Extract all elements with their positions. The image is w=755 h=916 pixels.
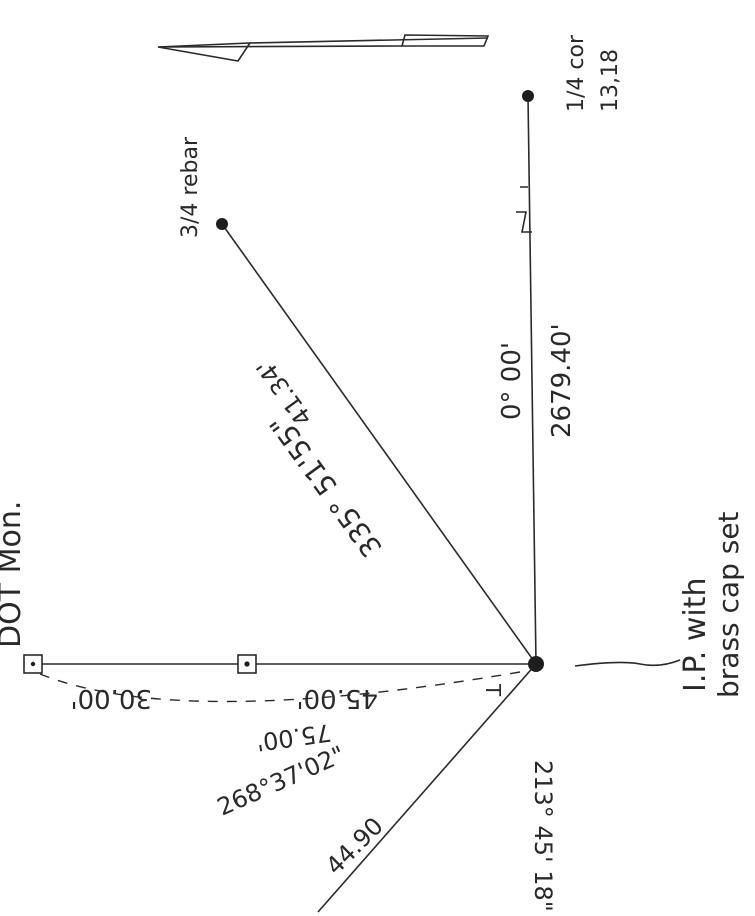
- bearing-213-label: 213° 45' 18": [529, 760, 557, 912]
- seg-30-label: 30.00': [70, 683, 152, 713]
- ip-point-icon: [528, 656, 544, 672]
- distance-2679-label: 2679.40': [547, 323, 577, 438]
- rebar-point-icon: [216, 218, 228, 230]
- dashed-line-75: [39, 671, 521, 703]
- ip-leader-line: [574, 659, 681, 667]
- line-ip-to-rebar: [221, 223, 537, 665]
- quarter-corner-label: 1/4 cor: [564, 34, 589, 112]
- tick-mark: [516, 186, 532, 233]
- seg-45-label: 45.00': [296, 683, 378, 713]
- mid-monument-icon: [237, 654, 257, 674]
- section-13-18-label: 13,18: [598, 49, 623, 112]
- dot-mon-label: DOT Mon.: [0, 501, 28, 648]
- line-ip-southwest: [317, 663, 537, 913]
- ip-label-line2: brass cap set: [712, 511, 745, 698]
- dot-monument-icon: [23, 654, 43, 674]
- perpendicular-mark: T: [481, 683, 505, 697]
- ip-label-line1: I.P. with: [678, 577, 713, 692]
- line-ip-to-quarter-cor: [527, 95, 537, 665]
- quarter-cor-point-icon: [522, 90, 534, 102]
- bearing-0-label: 0° 00': [497, 342, 527, 420]
- rebar-label: 3/4 rebar: [178, 136, 203, 238]
- north-arrow-icon: [157, 34, 490, 62]
